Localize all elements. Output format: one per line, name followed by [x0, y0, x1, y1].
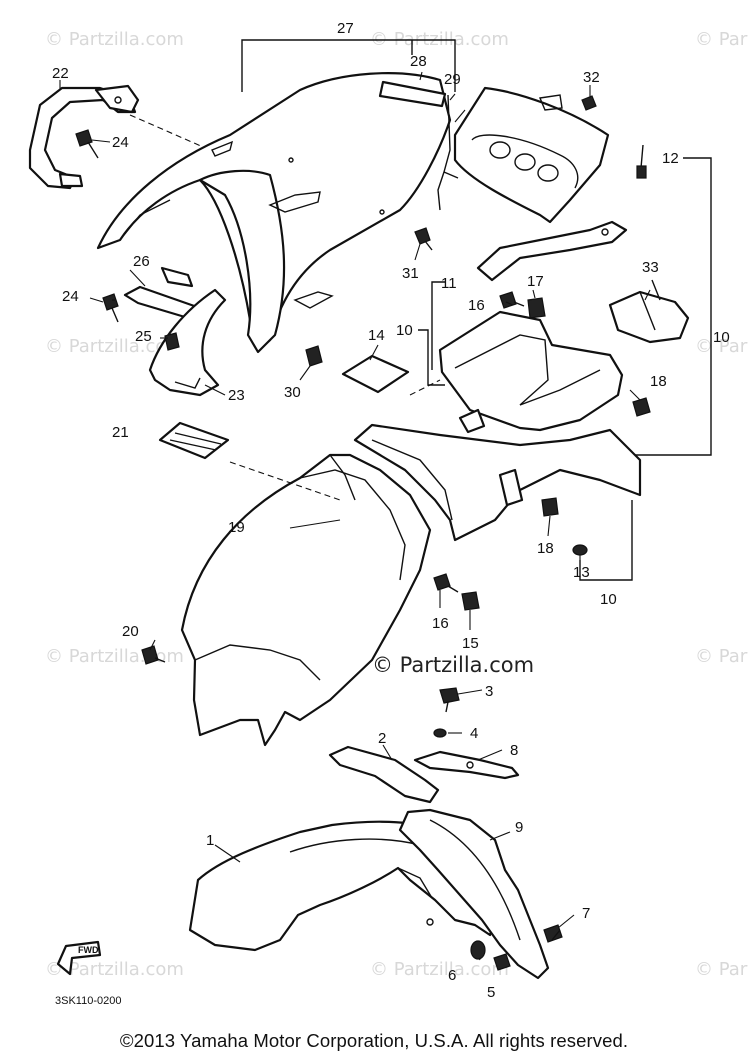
callout-12: 12: [662, 150, 679, 167]
callout-14: 14: [368, 327, 385, 344]
part-15-collar: [461, 591, 480, 611]
taillight-stay: [476, 220, 628, 282]
bracket-10-left: [418, 329, 445, 386]
part-10-tail-housing: [438, 310, 624, 434]
part-28-emblem: [378, 80, 447, 108]
callout-21: 21: [112, 424, 129, 441]
callout-5: 5: [487, 984, 495, 1001]
part-8-bracket: [413, 750, 520, 780]
part-25-bolt: [164, 332, 180, 351]
callout-30: 30: [284, 384, 301, 401]
callout-15: 15: [462, 635, 479, 652]
callout-19: 19: [228, 519, 245, 536]
callout-9: 9: [515, 819, 523, 836]
callout-18-lower: 18: [537, 540, 554, 557]
callout-27: 27: [337, 20, 354, 37]
callout-13: 13: [573, 564, 590, 581]
diagram-code: 3SK110-0200: [55, 995, 121, 1007]
watermark: © Partzilla.com: [695, 646, 748, 667]
watermark-layer: © Partzilla.com © Partzilla.com © Partzi…: [45, 29, 748, 980]
copyright-notice: ©2013 Yamaha Motor Corporation, U.S.A. A…: [119, 1030, 629, 1051]
watermark: © Partzilla.com: [370, 959, 509, 980]
callout-6: 6: [448, 967, 456, 984]
part-30-bolt: [305, 345, 323, 367]
part-2-bracket: [328, 745, 440, 804]
fwd-label: FWD: [78, 945, 99, 955]
callout-10-left: 10: [396, 322, 413, 339]
callout-3: 3: [485, 683, 493, 700]
part-13-washer: [572, 544, 588, 556]
part-3-bolt: [439, 687, 460, 713]
callout-labels: 1 2 3 4 5 6 7 8 9 10 10 10 11 12 13 14 1…: [52, 20, 730, 1001]
part-14-pad: [341, 354, 410, 394]
part-33-cover: [608, 279, 690, 344]
part-24-bolt-upper: [75, 129, 99, 159]
part-29-hook: [437, 94, 459, 211]
part-27-seat: [96, 72, 452, 354]
callout-1: 1: [206, 832, 214, 849]
callout-8: 8: [510, 742, 518, 759]
part-4-washer: [433, 728, 447, 738]
part-32-taillight: [453, 86, 610, 224]
part-19-mudguard: [180, 453, 432, 747]
callout-16-lower: 16: [432, 615, 449, 632]
part-5-bolt: [493, 953, 511, 971]
bracket-10-right: [618, 157, 712, 456]
bracket-27: [241, 39, 456, 92]
callout-28: 28: [410, 53, 427, 70]
bracket-11: [431, 281, 445, 370]
watermark: © Partzilla.com: [45, 336, 184, 357]
watermark: © Partzilla.com: [695, 959, 748, 980]
callout-4: 4: [470, 725, 478, 742]
part-31-bolt: [414, 227, 433, 251]
part-21-pad: [158, 421, 230, 460]
callout-16-upper: 16: [468, 297, 485, 314]
part-17-collar: [527, 297, 546, 319]
part-24-bolt-lower: [102, 293, 119, 323]
part-9-inner-fender: [398, 808, 550, 980]
callout-10-right: 10: [713, 329, 730, 346]
callout-24-lower: 24: [62, 288, 79, 305]
part-7-nut: [543, 924, 563, 943]
callout-7: 7: [582, 905, 590, 922]
watermark: © Partzilla.com: [695, 29, 748, 50]
part-18-nut-lower: [541, 497, 559, 517]
callout-18-upper: 18: [650, 373, 667, 390]
callout-2: 2: [378, 730, 386, 747]
part-22-grab-bar: [28, 84, 211, 190]
callout-31: 31: [402, 265, 419, 282]
callout-20: 20: [122, 623, 139, 640]
fwd-arrow-icon: FWD: [56, 940, 102, 976]
watermark: © Partzilla.com: [45, 646, 184, 667]
callout-23: 23: [228, 387, 245, 404]
callout-17: 17: [527, 273, 544, 290]
watermark-main: © Partzilla.com: [372, 653, 534, 677]
watermark: © Partzilla.com: [45, 959, 184, 980]
part-18-nut-upper: [632, 397, 651, 417]
callout-32: 32: [583, 69, 600, 86]
part-12-bolt: [636, 144, 647, 179]
part-6-washer: [470, 940, 486, 960]
watermark: © Partzilla.com: [45, 29, 184, 50]
watermark: © Partzilla.com: [695, 336, 748, 357]
part-10-rear-fender: [353, 423, 642, 542]
callout-29: 29: [444, 71, 461, 88]
leader-lines: [59, 71, 651, 961]
callout-26: 26: [133, 253, 150, 270]
bracket-10-bottom: [579, 500, 633, 581]
callout-24-upper: 24: [112, 134, 129, 151]
callout-10-bottom: 10: [600, 591, 617, 608]
callout-22: 22: [52, 65, 69, 82]
callout-33: 33: [642, 259, 659, 276]
part-20-bolt: [141, 645, 166, 665]
callout-25: 25: [135, 328, 152, 345]
part-16-bolt-upper: [499, 291, 525, 309]
callout-11: 11: [441, 275, 457, 292]
part-16-bolt-lower: [433, 573, 459, 593]
